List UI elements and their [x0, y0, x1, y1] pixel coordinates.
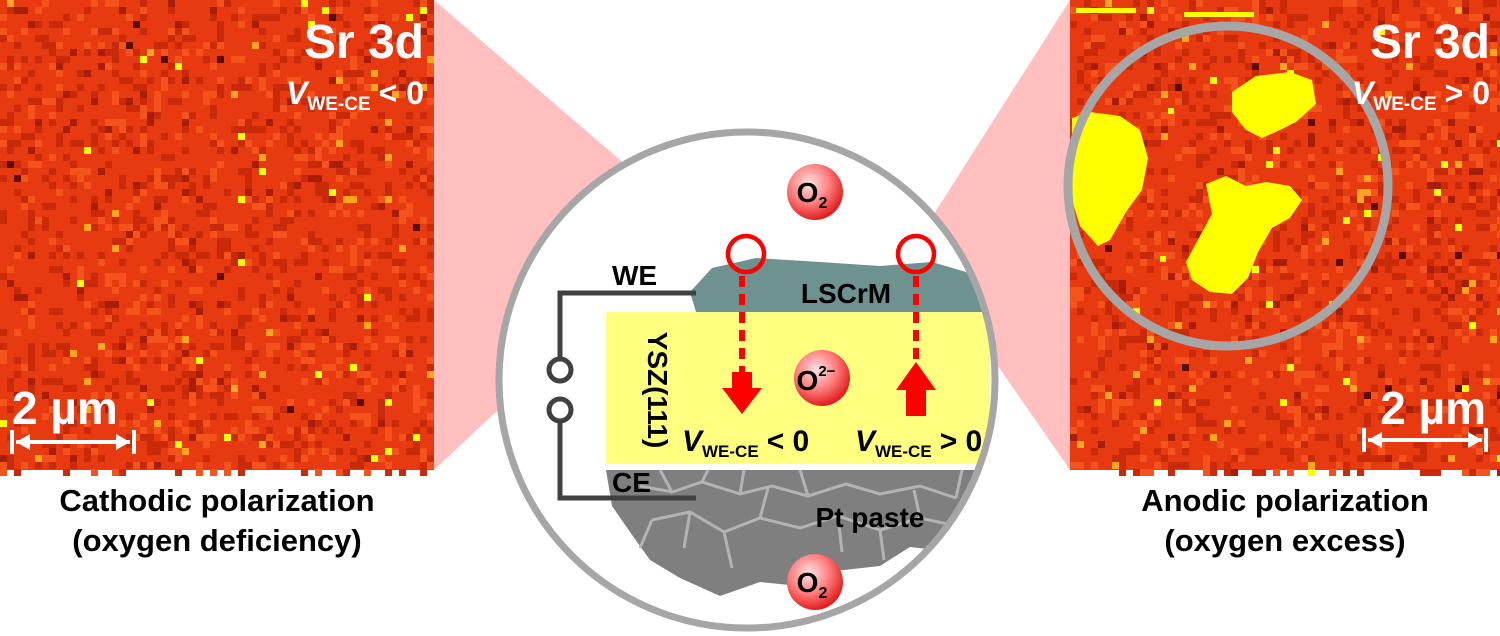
right-bias-subscript: WE-CE — [1373, 94, 1436, 115]
sr-segregation-hotspots — [1072, 8, 1316, 294]
o2-bottom-sub: 2 — [818, 585, 827, 602]
right-bias-label: VWE-CE > 0 — [1352, 75, 1490, 115]
zoom-cone-right — [920, 0, 1070, 470]
o2-molecule-bottom: O2 — [787, 554, 843, 610]
right-bias-relation: > 0 — [1445, 75, 1490, 111]
oxide-ion: O2− — [794, 350, 850, 406]
left-element-label: Sr 3d — [304, 16, 424, 69]
left-scale-bar-label: 2 µm — [12, 382, 118, 434]
left-bias-symbol: V — [286, 75, 310, 111]
right-caption: Anodic polarization (oxygen excess) — [1065, 481, 1500, 561]
svg-text:O2: O2 — [797, 567, 828, 602]
ce-label: CE — [612, 467, 651, 498]
oxide-ion-symbol: O — [797, 365, 819, 396]
lscrm-label: LSCrM — [801, 278, 891, 309]
left-bias-subscript: WE-CE — [307, 94, 370, 115]
schematic-right-bias-sub: WE-CE — [875, 442, 932, 461]
schematic-left-bias-sub: WE-CE — [702, 442, 759, 461]
arrow-up-anodic — [896, 276, 936, 416]
schematic-left-bias-relation: < 0 — [767, 425, 810, 458]
external-circuit — [546, 290, 696, 501]
left-bias-relation: < 0 — [379, 75, 424, 111]
pt-paste-label: Pt paste — [816, 502, 925, 533]
oxide-ion-charge: 2− — [818, 363, 835, 380]
svg-text:O2: O2 — [797, 177, 828, 212]
right-sr3d-map — [1063, 0, 1500, 476]
right-bias-symbol: V — [1352, 75, 1376, 111]
schematic: WE CE LSCrM YSZ(111) Pt paste O2 O2 O2− — [495, 128, 999, 632]
left-caption-line2: (oxygen deficiency) — [72, 523, 362, 558]
right-element-label: Sr 3d — [1370, 16, 1490, 69]
right-caption-line1: Anodic polarization — [1141, 483, 1429, 518]
arrow-down-cathodic — [722, 276, 762, 414]
vacancy-right — [895, 233, 937, 275]
schematic-left-bias-symbol: V — [682, 425, 705, 458]
o2-top-sub: 2 — [818, 195, 827, 212]
right-scale-bar — [1362, 428, 1488, 452]
schematic-right-bias-relation: > 0 — [940, 425, 983, 458]
schematic-right-bias: VWE-CE > 0 — [855, 425, 982, 461]
left-bias-label: VWE-CE < 0 — [286, 75, 424, 115]
right-scale-bar-label: 2 µm — [1380, 382, 1486, 434]
left-caption: Cathodic polarization (oxygen deficiency… — [0, 481, 437, 561]
o2-top-symbol: O — [797, 177, 819, 208]
svg-text:O2−: O2− — [797, 363, 836, 396]
vacancy-left — [725, 233, 767, 275]
o2-molecule-top: O2 — [787, 164, 843, 220]
schematic-outline — [495, 128, 999, 632]
we-label: WE — [612, 260, 657, 291]
o2-bottom-symbol: O — [797, 567, 819, 598]
ysz-label: YSZ(111) — [642, 332, 673, 449]
pt-paste-layer — [606, 469, 995, 596]
right-zoom-circle — [1063, 21, 1393, 351]
schematic-right-bias-symbol: V — [855, 425, 878, 458]
left-sr3d-map — [0, 0, 434, 476]
left-caption-line1: Cathodic polarization — [59, 483, 375, 518]
right-caption-line2: (oxygen excess) — [1164, 523, 1406, 558]
left-scale-bar — [10, 430, 136, 454]
schematic-left-bias: VWE-CE < 0 — [682, 425, 809, 461]
